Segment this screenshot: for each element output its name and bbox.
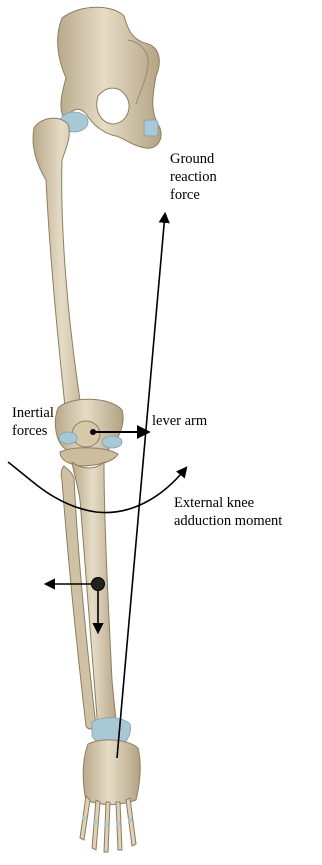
ground-reaction-line-1: Ground [170, 150, 217, 168]
tibia-fibula [61, 462, 118, 738]
knee-center-dot [90, 429, 96, 435]
moment-line-2: adduction moment [174, 512, 282, 530]
lever-arm-label: lever arm [152, 412, 207, 430]
ground-reaction-force-arrow [117, 214, 165, 758]
ground-reaction-line-3: force [170, 186, 217, 204]
adduction-moment-label: External knee adduction moment [174, 494, 282, 530]
femur [33, 118, 96, 424]
moment-line-1: External knee [174, 494, 282, 512]
foot [80, 718, 140, 852]
ground-reaction-force-label: Ground reaction force [170, 150, 217, 204]
ground-reaction-line-2: reaction [170, 168, 217, 186]
center-of-mass-dot [92, 578, 105, 591]
inertial-line-2: forces [12, 422, 54, 440]
inertial-forces-label: Inertial forces [12, 404, 54, 440]
pelvis [58, 7, 161, 148]
lever-arm-text: lever arm [152, 412, 207, 430]
inertial-line-1: Inertial [12, 404, 54, 422]
